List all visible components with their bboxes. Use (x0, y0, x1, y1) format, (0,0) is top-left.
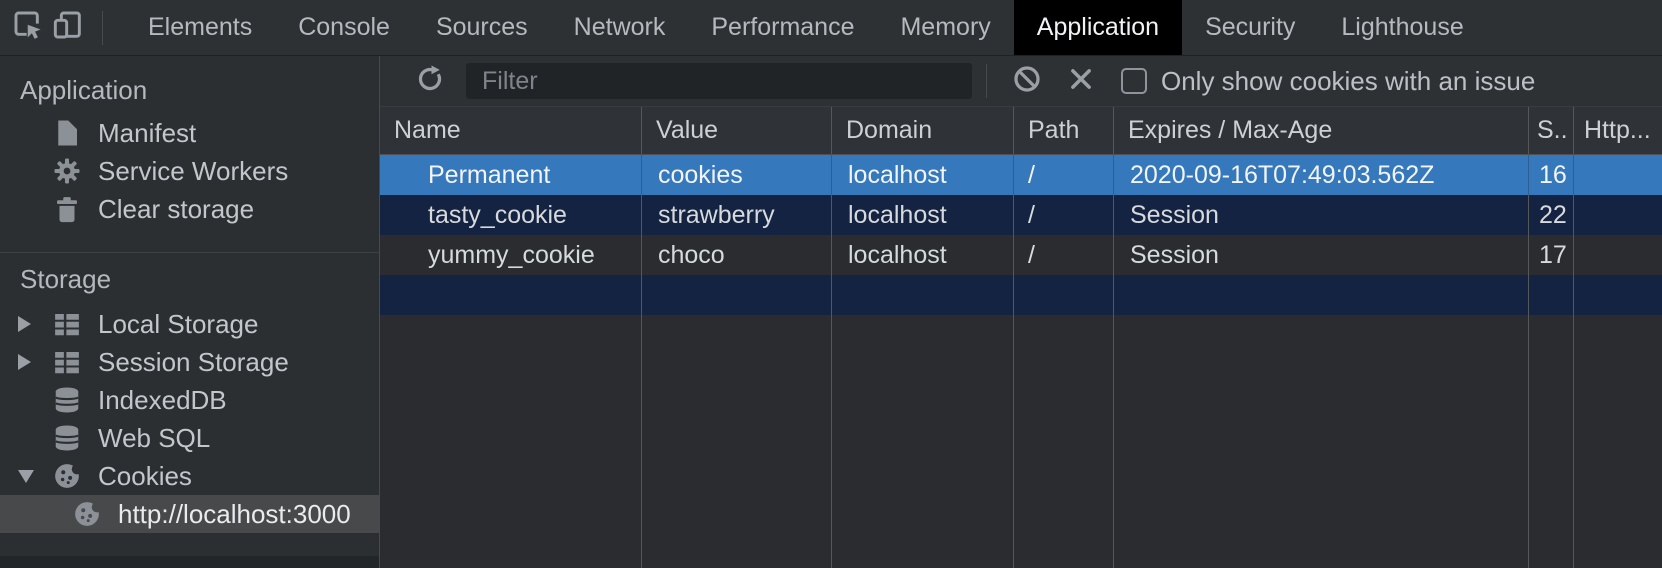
cell-domain: localhost (832, 155, 1014, 195)
x-icon (1066, 64, 1096, 99)
sidebar-item-indexeddb[interactable]: IndexedDB (0, 381, 379, 419)
delete-selected-button[interactable] (1065, 65, 1097, 97)
cell-value: cookies (642, 155, 832, 195)
table-empty-area (380, 315, 1662, 568)
tab-console[interactable]: Console (298, 13, 390, 41)
column-header-domain[interactable]: Domain (832, 107, 1014, 155)
sidebar-item-service-workers[interactable]: Service Workers (0, 152, 379, 190)
inspect-cursor-icon (12, 9, 44, 46)
cookie-icon (52, 461, 82, 491)
cookies-table: Name Value Domain Path Expires / Max-Age… (380, 107, 1662, 568)
sidebar-item-local-storage[interactable]: Local Storage (0, 305, 379, 343)
column-header-expires[interactable]: Expires / Max-Age (1114, 107, 1529, 155)
cell-path: / (1014, 235, 1114, 275)
devtools-tabbar: Elements Console Sources Network Perform… (0, 0, 1662, 56)
section-title-storage: Storage (20, 263, 112, 294)
tabbar-separator (102, 10, 103, 45)
cell-expires: Session (1114, 195, 1529, 235)
tab-security[interactable]: Security (1205, 13, 1296, 41)
sidebar-item-cookies[interactable]: Cookies (0, 457, 379, 495)
cookies-toolbar: Only show cookies with an issue (380, 56, 1662, 107)
cell-expires: 2020-09-16T07:49:03.562Z (1114, 155, 1529, 195)
storage-grid-icon (52, 309, 82, 339)
expand-arrow-icon[interactable] (18, 354, 52, 370)
only-issue-checkbox[interactable] (1121, 68, 1147, 94)
column-header-value[interactable]: Value (642, 107, 832, 155)
gear-icon (52, 156, 82, 186)
cell-httponly (1574, 195, 1662, 235)
expand-arrow-icon[interactable] (18, 316, 52, 332)
device-toolbar-icon (52, 9, 84, 46)
sidebar-section-divider (0, 252, 379, 253)
sidebar-item-web-sql[interactable]: Web SQL (0, 419, 379, 457)
sidebar-item-label: Service Workers (98, 155, 289, 186)
sidebar-item-session-storage[interactable]: Session Storage (0, 343, 379, 381)
cookies-panel: Only show cookies with an issue Name Val… (380, 56, 1662, 568)
table-row[interactable]: yummy_cookie choco localhost / Session 1… (380, 235, 1662, 275)
column-header-path[interactable]: Path (1014, 107, 1114, 155)
tab-network[interactable]: Network (573, 13, 666, 41)
sidebar-item-label: Cookies (98, 460, 192, 491)
cell-size: 16 (1529, 155, 1574, 195)
sidebar-item-label: IndexedDB (98, 384, 227, 415)
tab-performance[interactable]: Performance (711, 13, 855, 41)
database-icon (52, 385, 82, 415)
table-row[interactable]: Permanent cookies localhost / 2020-09-16… (380, 155, 1662, 195)
table-row-empty (380, 275, 1662, 315)
tab-lighthouse[interactable]: Lighthouse (1341, 13, 1464, 41)
file-icon (52, 118, 82, 148)
cookie-origin-label: http://localhost:3000 (118, 498, 351, 529)
column-header-httponly[interactable]: Http... (1574, 107, 1662, 155)
sidebar-item-label: Manifest (98, 117, 197, 148)
sidebar-item-cookie-origin[interactable]: http://localhost:3000 (0, 495, 379, 533)
cookies-table-header: Name Value Domain Path Expires / Max-Age… (380, 107, 1662, 155)
cell-size: 22 (1529, 195, 1574, 235)
toggle-device-toolbar-button[interactable] (48, 0, 88, 55)
database-icon (52, 423, 82, 453)
storage-grid-icon (52, 347, 82, 377)
tab-application[interactable]: Application (1013, 0, 1183, 55)
block-icon (1012, 64, 1042, 99)
collapse-arrow-icon[interactable] (18, 469, 52, 483)
cell-name: yummy_cookie (380, 235, 642, 275)
sidebar-item-label: Local Storage (98, 308, 259, 339)
sidebar-item-label: Clear storage (98, 193, 255, 224)
cell-value: strawberry (642, 195, 832, 235)
cell-name: Permanent (380, 155, 642, 195)
refresh-button[interactable] (414, 65, 446, 97)
cell-name: tasty_cookie (380, 195, 642, 235)
cell-httponly (1574, 235, 1662, 275)
column-header-name[interactable]: Name (380, 107, 642, 155)
refresh-icon (415, 64, 445, 99)
application-sidebar: Application Manifest (0, 56, 380, 568)
only-issue-checkbox-label[interactable]: Only show cookies with an issue (1161, 65, 1536, 96)
sidebar-footer-strip (0, 556, 379, 568)
tab-sources[interactable]: Sources (435, 13, 528, 41)
devtools-tabs: Elements Console Sources Network Perform… (125, 0, 1487, 55)
trash-icon (52, 194, 82, 224)
inspect-element-button[interactable] (8, 0, 48, 55)
table-row[interactable]: tasty_cookie strawberry localhost / Sess… (380, 195, 1662, 235)
cell-path: / (1014, 195, 1114, 235)
cell-size: 17 (1529, 235, 1574, 275)
sidebar-item-manifest[interactable]: Manifest (0, 114, 379, 152)
cell-expires: Session (1114, 235, 1529, 275)
section-title-application: Application (20, 74, 148, 105)
filter-input[interactable] (466, 63, 972, 99)
tab-memory[interactable]: Memory (900, 13, 991, 41)
clear-all-cookies-button[interactable] (1011, 65, 1043, 97)
cookie-icon (72, 499, 102, 529)
toolbar-separator (986, 64, 987, 98)
cell-path: / (1014, 155, 1114, 195)
cell-value: choco (642, 235, 832, 275)
cell-domain: localhost (832, 235, 1014, 275)
column-header-size[interactable]: S.. (1529, 107, 1574, 155)
tab-elements[interactable]: Elements (148, 13, 253, 41)
sidebar-item-label: Session Storage (98, 346, 289, 377)
sidebar-item-label: Web SQL (98, 422, 211, 453)
sidebar-item-clear-storage[interactable]: Clear storage (0, 190, 379, 228)
cell-httponly (1574, 155, 1662, 195)
cell-domain: localhost (832, 195, 1014, 235)
